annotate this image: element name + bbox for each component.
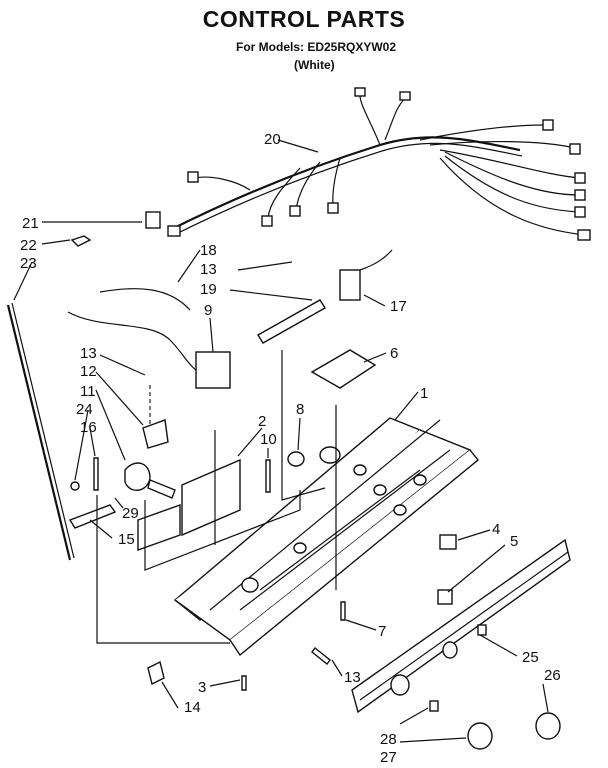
part-21-clip <box>145 211 161 229</box>
callout-11: 11 <box>80 383 96 400</box>
part-8-grommet <box>287 451 305 467</box>
callout-7: 7 <box>378 623 386 640</box>
callout-12: 12 <box>80 363 97 380</box>
part-4-switch <box>439 534 457 550</box>
callout-9: 9 <box>204 302 212 319</box>
callout-27: 27 <box>380 749 397 766</box>
part-15-link <box>68 504 117 529</box>
part-5-switch <box>437 589 453 605</box>
part-27-knob <box>467 722 493 750</box>
callout-19: 19 <box>200 281 217 298</box>
callout-1: 1 <box>420 385 428 402</box>
part-10-screw <box>265 459 271 493</box>
callout-4: 4 <box>492 521 500 538</box>
callout-21: 21 <box>22 215 39 232</box>
diagram-title: CONTROL PARTS <box>202 6 406 32</box>
callout-26: 26 <box>544 667 561 684</box>
callout-5: 5 <box>510 533 518 550</box>
part-9-switch <box>195 351 231 389</box>
wire-harness <box>167 87 591 241</box>
callout-3: 3 <box>198 679 206 696</box>
part-23-rod <box>6 304 72 561</box>
leader-lines <box>13 139 549 743</box>
callout-8: 8 <box>296 401 304 418</box>
callout-15: 15 <box>118 531 135 548</box>
part-2-bracket <box>181 458 241 537</box>
callout-23: 23 <box>20 255 37 272</box>
part-25-front-panel <box>351 538 571 714</box>
callout-25: 25 <box>522 649 539 666</box>
part-22-clip <box>70 235 92 247</box>
part-3-screw <box>241 675 247 691</box>
callout-20: 20 <box>264 131 281 148</box>
callout-18: 18 <box>200 242 217 259</box>
part-19-sensor <box>257 299 326 344</box>
part-7-screw <box>340 601 346 621</box>
part-14-clip <box>147 660 165 686</box>
part-26-knob <box>535 712 561 740</box>
callout-6: 6 <box>390 345 398 362</box>
callout-28: 28 <box>380 731 397 748</box>
part-13-screw-bottom <box>311 647 331 665</box>
part-12-bracket <box>142 419 169 449</box>
callout-14: 14 <box>184 699 201 716</box>
callout-13-top: 13 <box>200 261 217 278</box>
callout-17: 17 <box>390 298 407 315</box>
part-18-tube <box>99 288 191 311</box>
part-11-cam <box>124 462 151 491</box>
callout-13-bottom: 13 <box>344 669 361 686</box>
models-line: For Models: ED25RQXYW02 <box>236 40 397 54</box>
callout-29: 29 <box>122 505 139 522</box>
part-6-board <box>310 349 377 389</box>
part-17-connector <box>339 269 361 301</box>
part-28-insert <box>429 700 439 712</box>
color-line: (White) <box>294 58 335 72</box>
part-1-housing <box>173 417 479 657</box>
part-16-screw <box>93 457 99 491</box>
callout-2: 2 <box>258 413 266 430</box>
callout-16: 16 <box>80 419 97 436</box>
callout-10: 10 <box>260 431 277 448</box>
callout-13-mid: 13 <box>80 345 97 362</box>
callout-22: 22 <box>20 237 37 254</box>
callout-24: 24 <box>76 401 93 418</box>
